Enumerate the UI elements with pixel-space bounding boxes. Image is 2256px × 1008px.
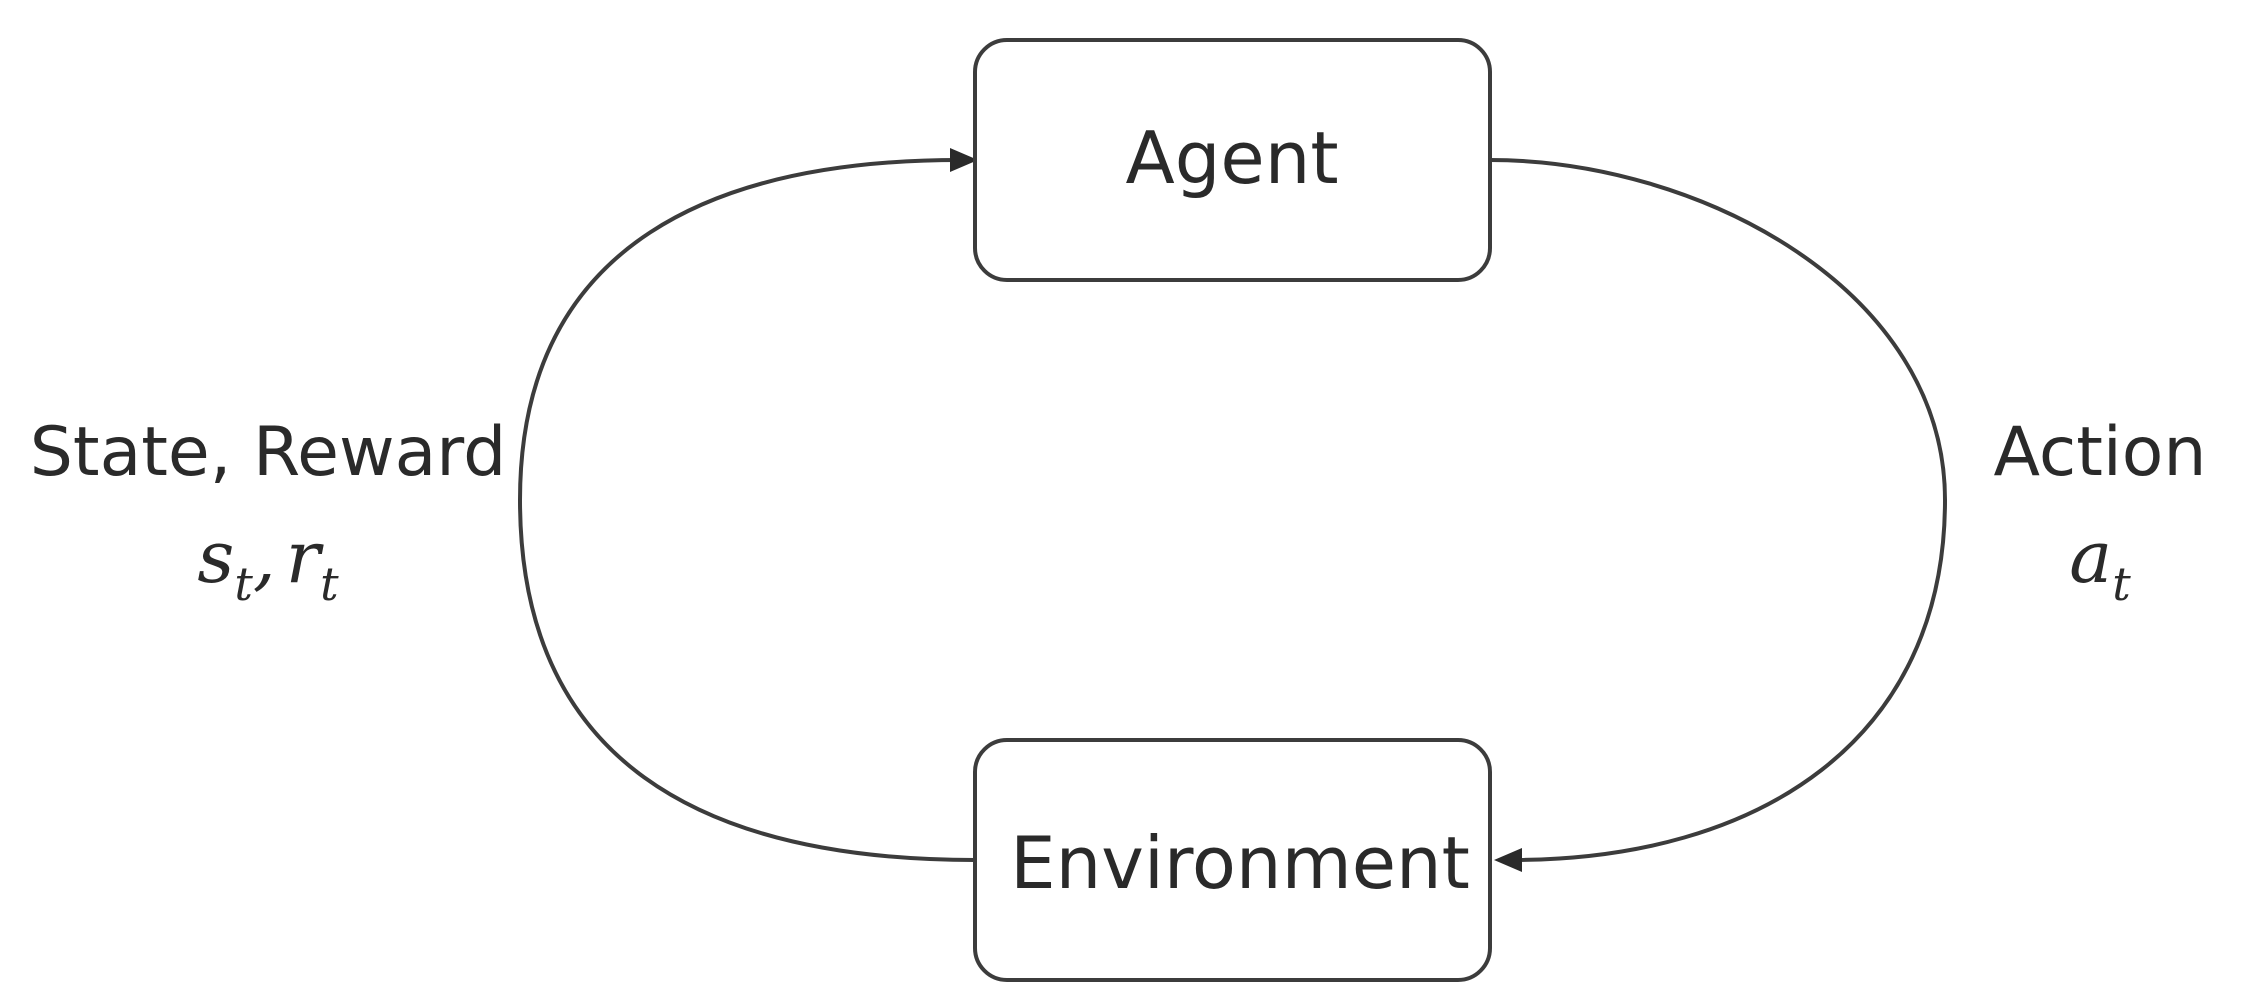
state-reward-symbols: st,rt	[197, 515, 339, 611]
state-reward-edge	[517, 158, 976, 862]
action-arrowhead	[1494, 848, 1522, 872]
state-symbol: s	[197, 515, 234, 599]
action-edge	[1489, 158, 1948, 862]
agent-node: Agent	[973, 38, 1492, 282]
reward-symbol: r	[286, 515, 324, 599]
action-label: Action	[1994, 413, 2207, 492]
action-symbols: at	[2069, 515, 2131, 611]
state-reward-separator: ,	[253, 515, 276, 599]
action-symbol: a	[2069, 515, 2112, 599]
action-symbol-subscript: t	[2112, 557, 2131, 611]
environment-box	[973, 738, 1492, 982]
state-reward-arrowhead	[950, 148, 978, 172]
agent-label: Agent	[1125, 116, 1338, 200]
environment-label: Environment	[1010, 821, 1470, 905]
state-symbol-subscript: t	[234, 557, 253, 611]
environment-node: Environment	[973, 738, 1492, 982]
reward-symbol-subscript: t	[320, 557, 339, 611]
state-reward-label: State, Reward	[30, 413, 506, 492]
agent-box	[973, 38, 1492, 282]
